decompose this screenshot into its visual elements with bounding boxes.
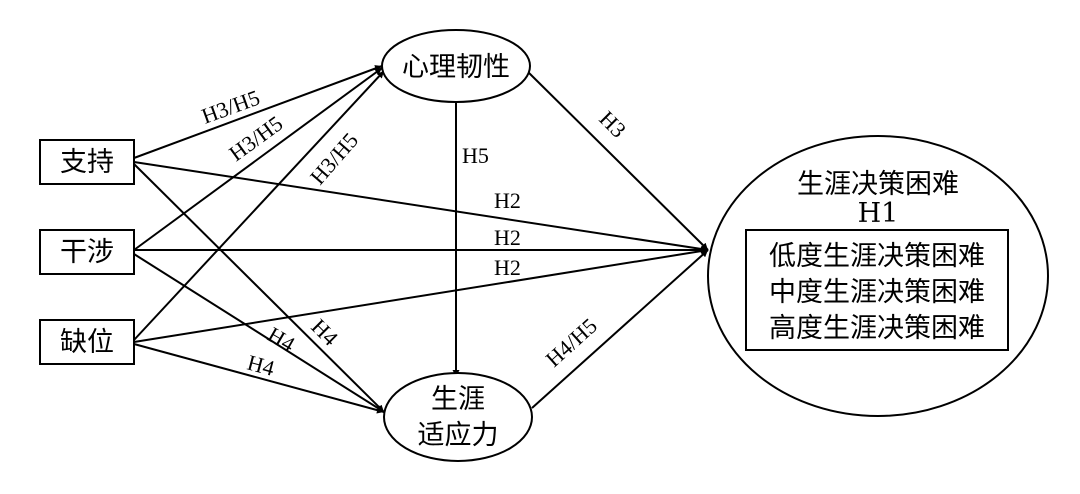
label-support-outcome: H2 xyxy=(494,188,521,213)
label-interference-adapt: H4 xyxy=(264,322,300,357)
node-interference-label: 干涉 xyxy=(60,237,114,268)
edge-interference-resilience xyxy=(133,67,383,251)
node-career-decision-difficulty: 生涯决策困难 H1 低度生涯决策困难 中度生涯决策困难 高度生涯决策困难 xyxy=(707,135,1049,417)
node-adapt-line1: 生涯 xyxy=(431,384,485,415)
label-absence-resilience: H3/H5 xyxy=(305,128,363,190)
outcome-level-high: 高度生涯决策困难 xyxy=(769,313,985,344)
outcome-h1: H1 xyxy=(858,198,899,229)
edge-support-resilience xyxy=(133,65,383,159)
label-resilience-outcome: H3 xyxy=(594,106,631,143)
label-support-adapt: H4 xyxy=(306,314,343,351)
node-support: 支持 xyxy=(39,139,135,185)
edge-support-outcome xyxy=(133,161,709,253)
outcome-levels-box xyxy=(745,229,1009,351)
node-adapt-line2: 适应力 xyxy=(418,420,499,451)
node-career-adaptability: 生涯 适应力 xyxy=(383,372,533,462)
edge-interference-adapt xyxy=(133,253,385,413)
edge-absence-outcome xyxy=(133,247,709,343)
edge-absence-adapt xyxy=(133,343,385,414)
label-adapt-outcome: H4/H5 xyxy=(541,313,602,372)
edge-resilience-outcome xyxy=(523,67,709,251)
edge-adapt-outcome xyxy=(531,249,709,409)
node-absence: 缺位 xyxy=(39,319,135,365)
outcome-title: 生涯决策困难 xyxy=(797,169,959,200)
node-interference: 干涉 xyxy=(39,229,135,275)
edge-absence-resilience xyxy=(133,70,385,341)
node-support-label: 支持 xyxy=(60,147,114,178)
label-interference-resilience: H3/H5 xyxy=(224,111,287,166)
label-interference-outcome: H2 xyxy=(494,225,521,250)
edge-support-adapt xyxy=(133,163,385,413)
node-resilience: 心理韧性 xyxy=(381,29,531,103)
node-resilience-label: 心理韧性 xyxy=(402,52,510,83)
label-absence-outcome: H2 xyxy=(494,255,521,280)
outcome-level-low: 低度生涯决策困难 xyxy=(769,241,985,272)
outcome-level-mid: 中度生涯决策困难 xyxy=(769,277,985,308)
node-absence-label: 缺位 xyxy=(60,327,114,358)
label-resilience-adapt: H5 xyxy=(462,143,489,168)
